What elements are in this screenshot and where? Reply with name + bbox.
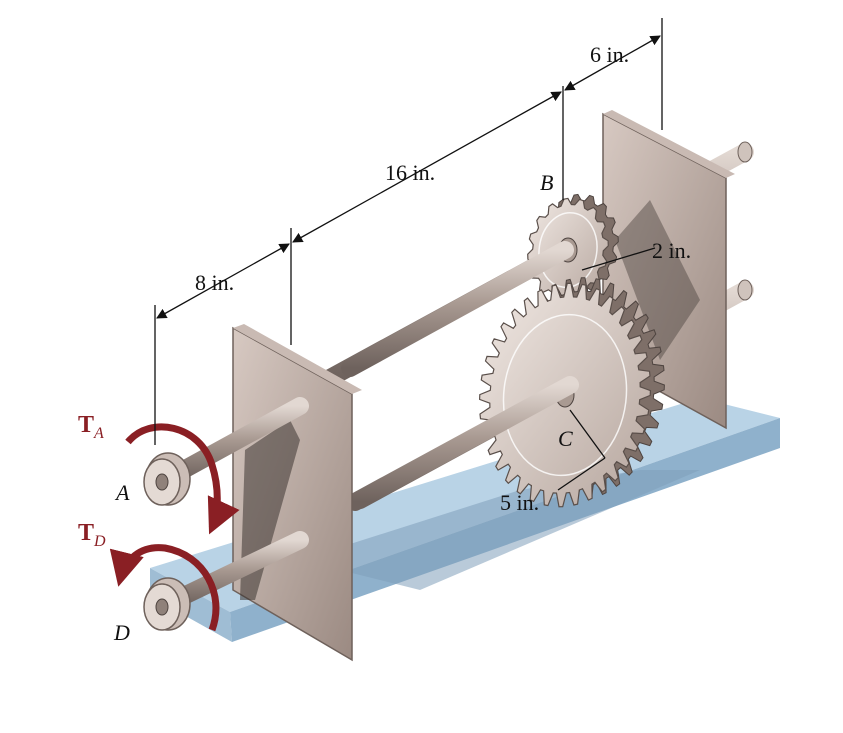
dim-line-8in [156,243,290,319]
mid-shafts [341,241,579,511]
collar-d [143,577,191,631]
label-6in: 6 in. [590,42,629,67]
torque-arrow-a [125,423,240,535]
collar-a [143,452,191,506]
label-point-a: A [114,480,130,505]
radius-line-b [581,247,656,271]
label-8in: 8 in. [195,270,234,295]
torque-arrow-d [109,544,220,632]
label-point-d: D [113,620,130,645]
left-plate-edge [233,324,362,394]
shaft-cd-mid [346,376,579,511]
dim-line-6in [564,35,661,91]
label-point-b: B [540,170,553,195]
label-16in: 16 in. [385,160,435,185]
radius-line-c [569,409,606,459]
label-2in: 2 in. [652,238,691,263]
dim-line-16in [292,91,562,243]
right-plate-edge [603,110,735,178]
base-shadow [300,470,700,590]
shaft-ab-mid [341,241,574,377]
label-5in: 5 in. [500,490,539,515]
leader-5in [557,457,606,491]
shaft-upper-end-cap [737,141,753,163]
label-point-c: C [558,426,573,451]
dimension-lines [154,18,663,491]
shaft-lower-end-cap [737,279,753,301]
labels: 8 in. 16 in. 6 in. 2 in. 5 in. A B C D T… [78,42,691,645]
gearB-hub-ring [538,211,598,289]
label-torque-d: TD [78,520,106,550]
label-torque-a: TA [78,412,104,442]
right-plate-shadow [615,200,700,360]
gearC-hub-ring [502,313,628,477]
